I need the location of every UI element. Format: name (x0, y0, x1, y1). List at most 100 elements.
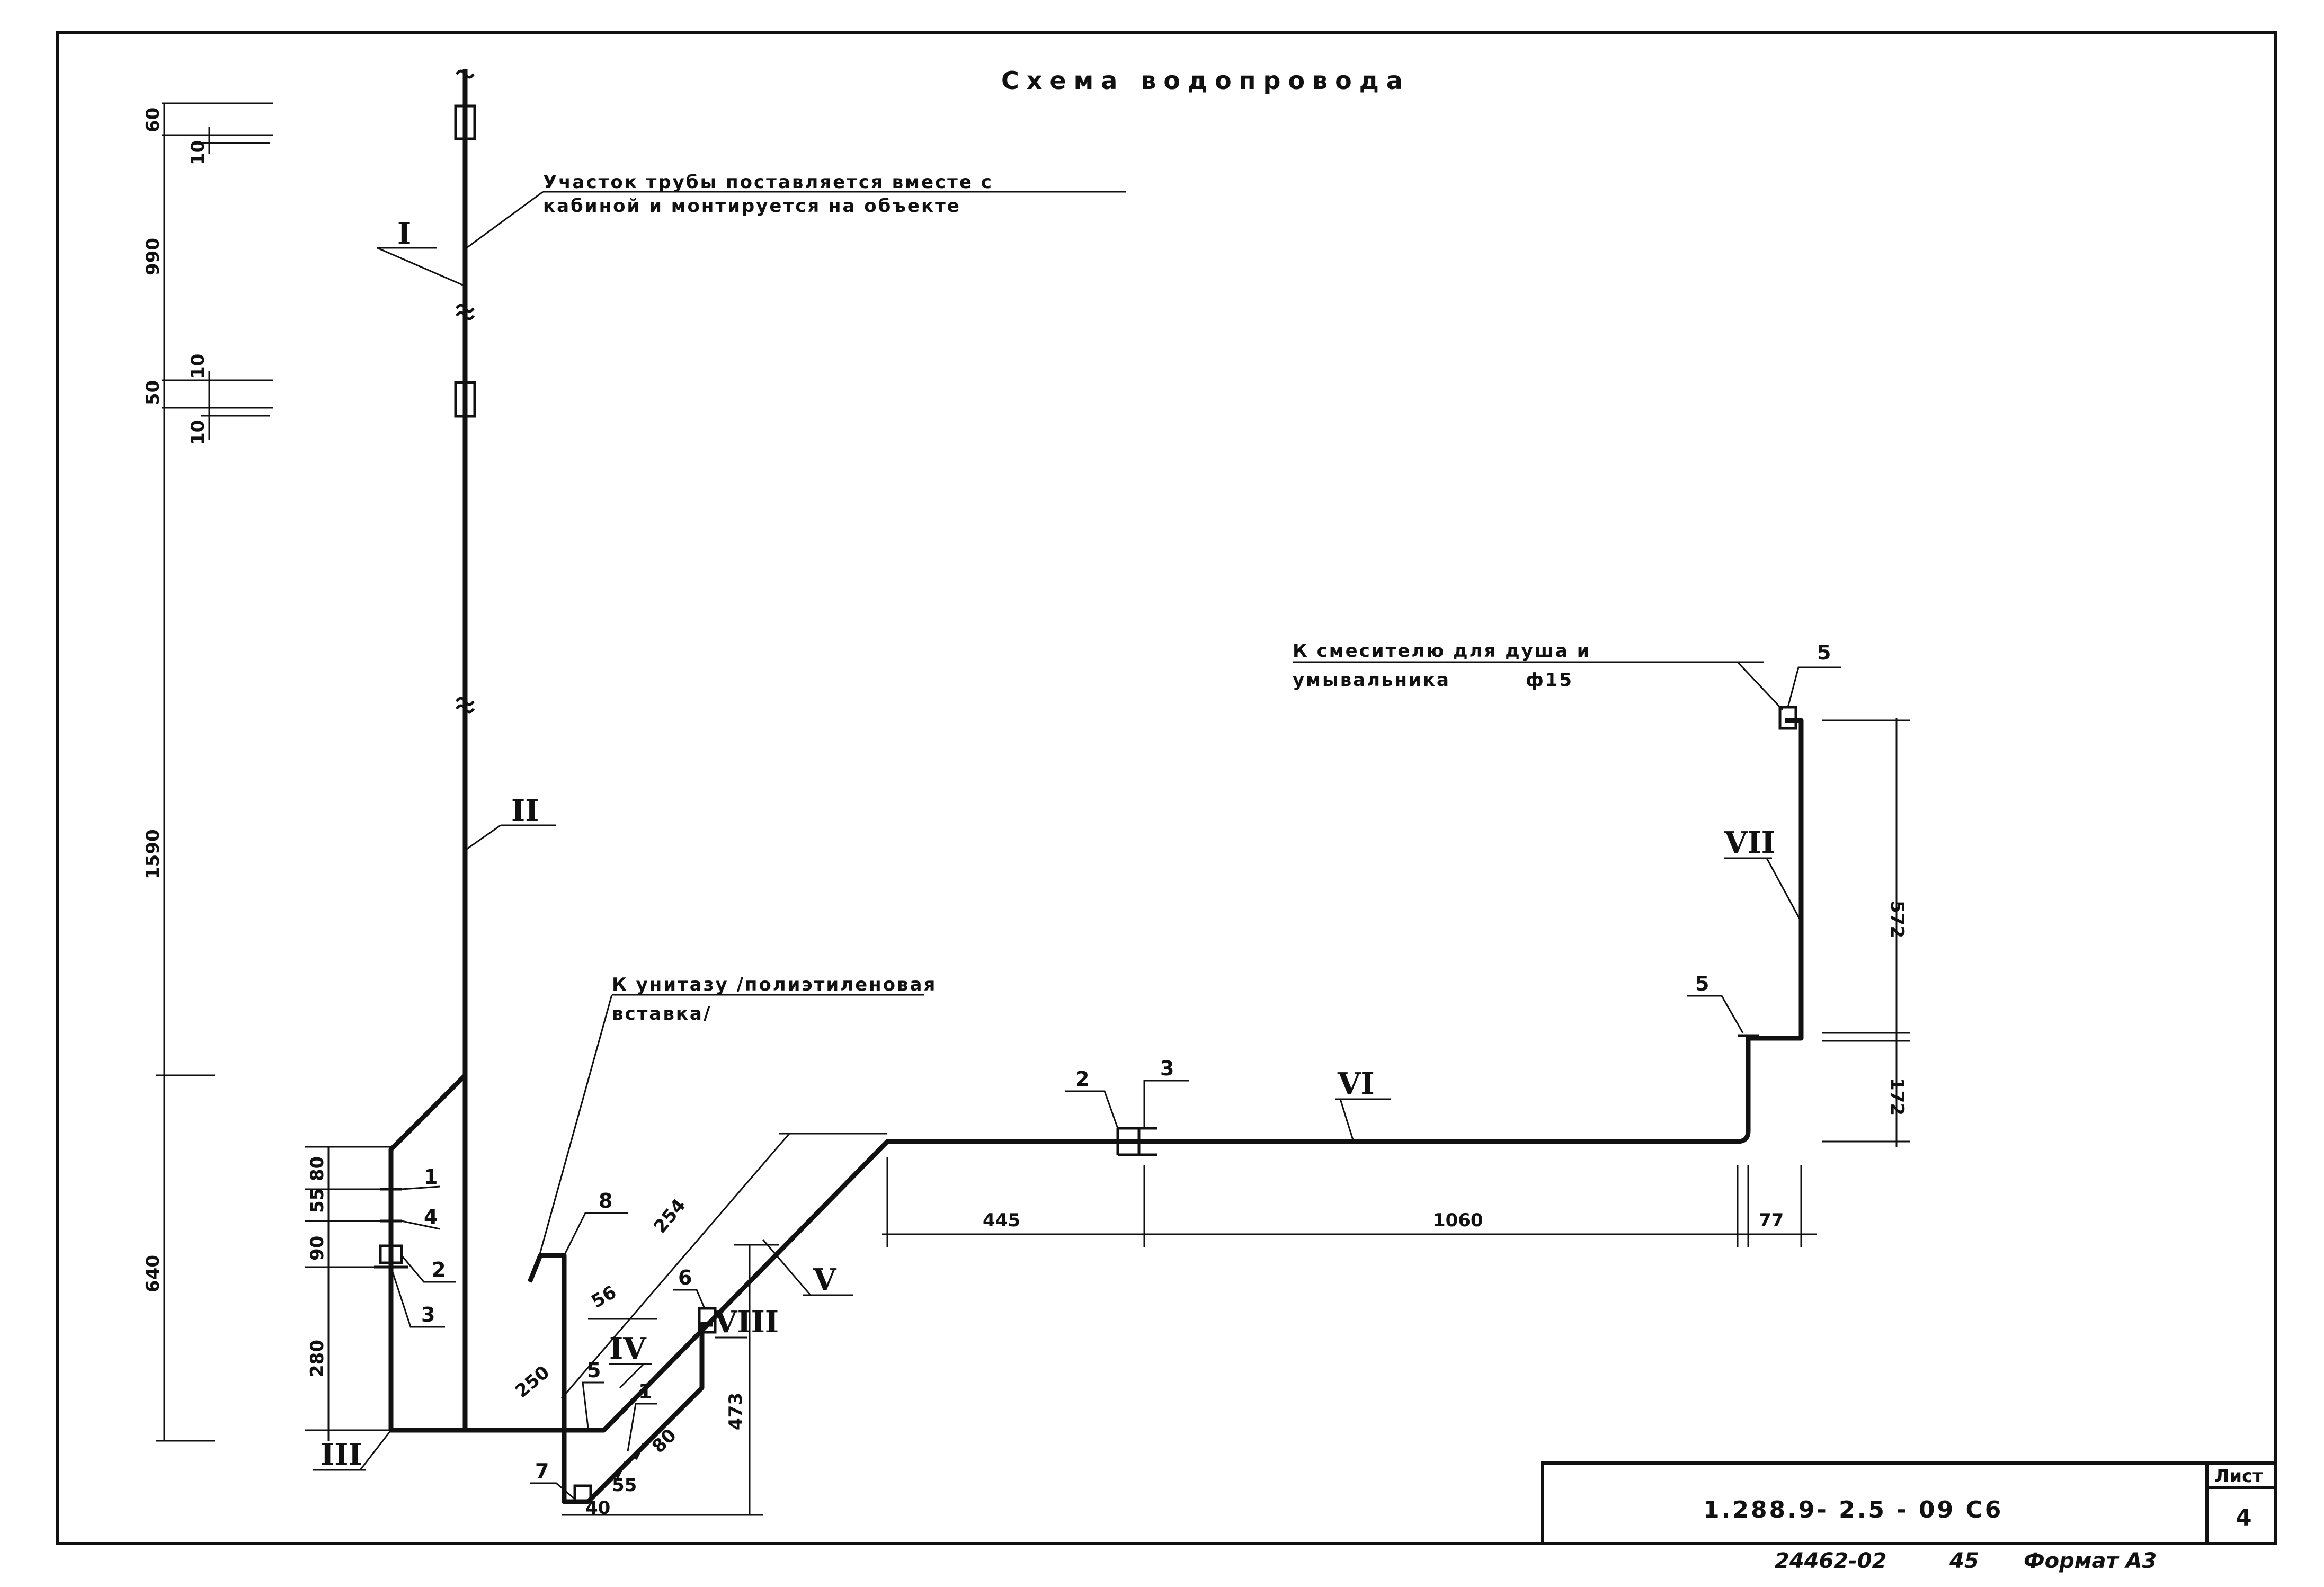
drawing-frame (56, 31, 2277, 1545)
dim-left-60: 60 (143, 108, 164, 132)
mark-8: 8 (599, 1189, 612, 1212)
section-VII-label: VII (1724, 825, 1775, 860)
dim-diag-250: 250 (511, 1362, 554, 1402)
note-toilet-line2: вставка/ (612, 1003, 711, 1024)
note-shower-line1: К смесителю для душа и (1293, 640, 1591, 662)
dim-horiz-445: 445 (983, 1210, 1020, 1231)
title-block-code: 1.288.9- 2.5 - 09 С6 (1703, 1496, 2003, 1523)
coupling-top (454, 104, 476, 140)
dim-vert-473: 473 (725, 1393, 746, 1430)
footer-number: 45 (1949, 1549, 1979, 1573)
drawing-title: Схема водопровода (1001, 66, 1410, 95)
mark-6-leader (673, 1289, 706, 1309)
section-VI-label: VI (1337, 1066, 1375, 1101)
dim-lower-280: 280 (307, 1340, 328, 1377)
section-III-label: III (320, 1437, 362, 1472)
riser-break-2 (455, 697, 475, 714)
left-dimension-chain (156, 102, 273, 1442)
pipe-diagonal-main (564, 718, 1804, 1433)
section-I-leader (377, 247, 466, 287)
dim-vert-572: 572 (1886, 901, 1908, 938)
section-V-label: V (813, 1262, 837, 1297)
mark-1-mid: 1 (638, 1380, 652, 1403)
section-V-leader (762, 1239, 812, 1296)
mark-5-top-leader (1787, 666, 1841, 708)
note-toilet-line1: К унитазу /полиэтиленовая (612, 974, 937, 995)
mark-3-right: 3 (1160, 1057, 1174, 1080)
fittings-lower (573, 1307, 717, 1503)
note-top-leader (465, 191, 544, 250)
mark-6: 6 (678, 1266, 692, 1289)
fitting-shower-top (1778, 706, 1797, 730)
right-dimension-chain (1822, 718, 1910, 1147)
footer-inventory: 24462-02 (1775, 1549, 1886, 1573)
dim-left-50: 50 (143, 380, 164, 405)
mark-left-2: 2 (432, 1258, 446, 1281)
section-II-leader (465, 824, 501, 851)
dim-horiz-77: 77 (1759, 1210, 1784, 1231)
dim-left-10a: 10 (188, 140, 209, 165)
horizontal-dimension-chain (882, 1157, 1817, 1247)
note-toilet-leader (534, 994, 613, 1272)
dim-left-10b: 10 (188, 354, 209, 379)
note-top-line2: кабиной и монтируется на объекте (543, 195, 961, 217)
footer-format: Формат А3 (2024, 1549, 2157, 1573)
lower-dimension-chain (305, 1146, 392, 1441)
mark-5-mid: 5 (587, 1359, 601, 1382)
title-block-sheet-label: Лист (2214, 1466, 2263, 1487)
pipe-branch-III (388, 1073, 564, 1433)
section-III-leader (359, 1430, 392, 1470)
mark-7-leader (530, 1482, 575, 1500)
riser-top-break (455, 69, 475, 79)
dim-left-640: 640 (143, 1255, 164, 1292)
dim-left-1590: 1590 (143, 829, 164, 879)
fittings-horizontal (1116, 1127, 1157, 1156)
mark-left-4-leader (401, 1220, 440, 1230)
note-shower-leader (1737, 661, 1784, 711)
mark-left-3: 3 (421, 1303, 435, 1326)
dim-diag-80: 80 (648, 1425, 681, 1458)
section-II-label: II (511, 794, 539, 828)
dim-vert-172: 172 (1886, 1078, 1908, 1116)
dim-lower-90: 90 (307, 1236, 328, 1261)
coupling-middle (454, 381, 476, 418)
dim-left-10c: 10 (188, 420, 209, 445)
mark-left-2-leader (400, 1255, 456, 1283)
section-VIII-label: VIII (714, 1305, 779, 1340)
dim-bot-55: 55 (612, 1475, 637, 1496)
note-shower-diam: ф15 (1526, 670, 1573, 691)
dim-diag-254: 254 (649, 1195, 690, 1237)
dim-left-990: 990 (143, 238, 164, 275)
mark-3-right-leader (1143, 1080, 1189, 1128)
section-IV-leader (619, 1363, 645, 1389)
mark-2-right: 2 (1075, 1067, 1089, 1091)
dim-diag-56: 56 (588, 1281, 620, 1312)
mark-left-4: 4 (424, 1205, 438, 1228)
note-top-line1: Участок трубы поставляется вместе с (543, 172, 993, 193)
pipe-toilet-riser (527, 1253, 567, 1430)
dim-lower-55: 55 (307, 1188, 328, 1213)
section-VII-leader (1766, 858, 1802, 922)
mark-left-1-leader (401, 1185, 440, 1190)
mark-7: 7 (535, 1459, 549, 1483)
mark-5-low: 5 (1695, 972, 1709, 995)
section-I-label: I (397, 216, 411, 251)
dim-diag-254-line (560, 1133, 790, 1399)
mark-8-leader (563, 1212, 628, 1256)
mark-1-mid-leader (627, 1403, 657, 1452)
section-VI-leader (1339, 1099, 1355, 1142)
mark-left-3-leader (390, 1267, 445, 1328)
mark-5-mid-leader (582, 1381, 604, 1428)
dim-horiz-1060: 1060 (1433, 1210, 1483, 1231)
riser-break-1 (455, 304, 475, 320)
title-block-sheet-number: 4 (2236, 1504, 2254, 1531)
dim-lower-80: 80 (307, 1156, 328, 1181)
mark-5-low-leader (1687, 995, 1744, 1033)
title-block-frame (1541, 1461, 2276, 1544)
mark-5-top: 5 (1817, 641, 1831, 664)
mark-2-right-leader (1065, 1090, 1119, 1129)
mark-left-1: 1 (424, 1165, 438, 1189)
section-IV-label: IV (609, 1331, 647, 1366)
note-shower-line2: умывальника (1293, 670, 1450, 691)
